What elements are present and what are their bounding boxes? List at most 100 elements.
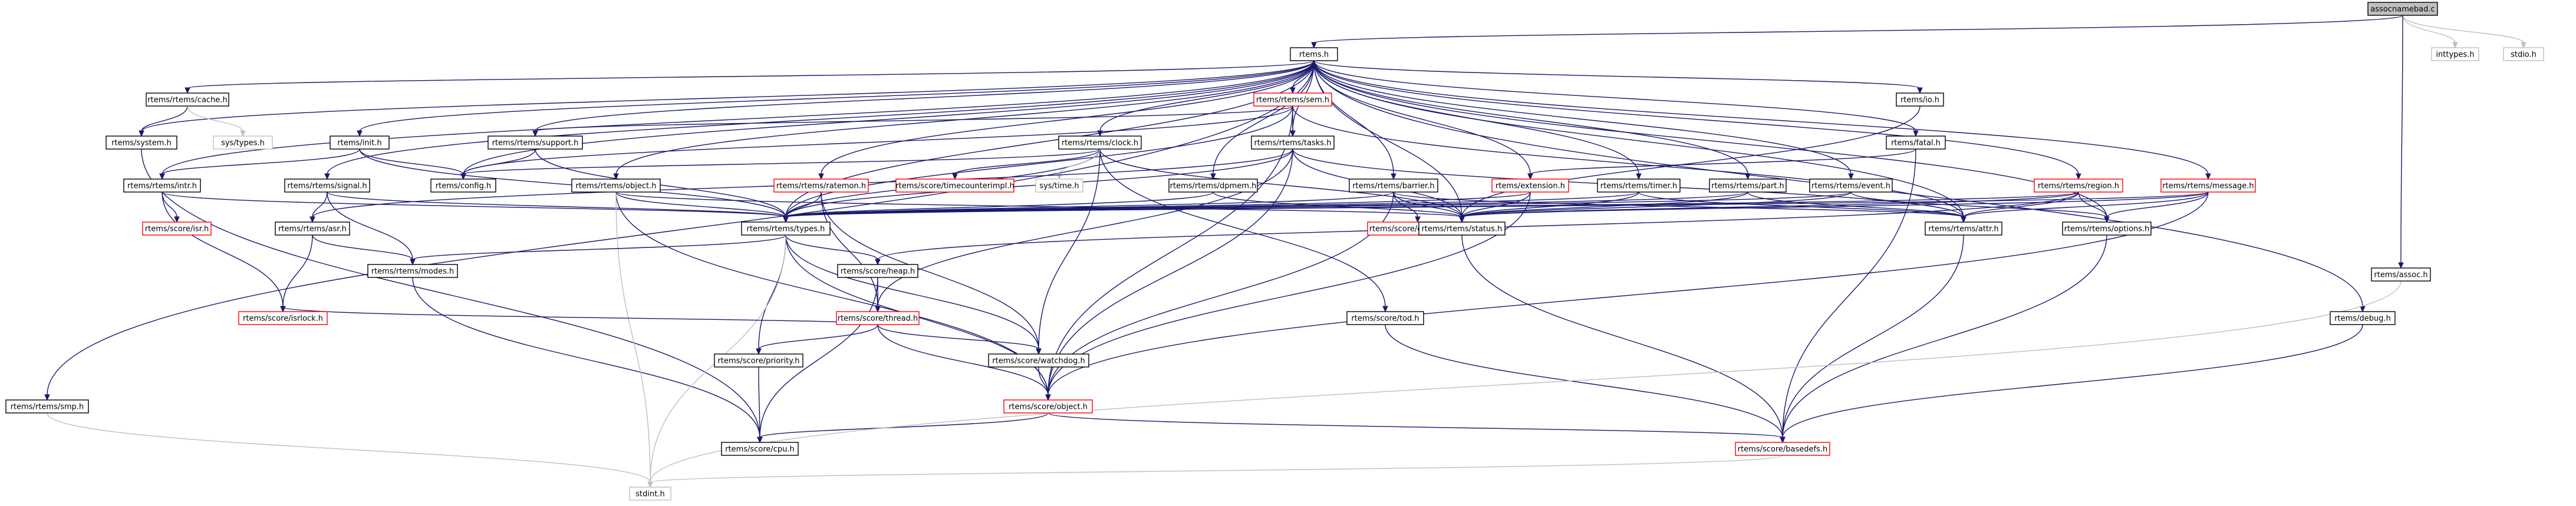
arrowhead-rtems_h-to-cache bbox=[185, 87, 190, 94]
node-message[interactable]: rtems/rtems/message.h bbox=[2160, 178, 2256, 193]
node-dpmem[interactable]: rtems/rtems/dpmem.h bbox=[1168, 178, 1258, 193]
node-intr[interactable]: rtems/rtems/intr.h bbox=[123, 178, 201, 193]
node-assocnamebad[interactable]: assocnamebad.c bbox=[2367, 2, 2438, 16]
node-systypes: sys/types.h bbox=[213, 135, 273, 150]
node-io-label: rtems/io.h bbox=[1900, 96, 1939, 105]
node-assoc[interactable]: rtems/assoc.h bbox=[2371, 267, 2431, 282]
node-options[interactable]: rtems/rtems/options.h bbox=[2062, 221, 2152, 236]
node-support[interactable]: rtems/rtems/support.h bbox=[487, 135, 583, 150]
edge-sem-to-types bbox=[785, 105, 1293, 218]
arrowhead-thread-to-priority bbox=[756, 348, 762, 355]
node-heap[interactable]: rtems/score/heap.h bbox=[837, 264, 918, 278]
node-part[interactable]: rtems/rtems/part.h bbox=[1709, 178, 1787, 193]
edge-rtems_h-to-fatal bbox=[1313, 60, 1916, 132]
node-object_score[interactable]: rtems/score/object.h bbox=[1003, 399, 1093, 414]
node-barrier[interactable]: rtems/rtems/barrier.h bbox=[1349, 178, 1438, 193]
node-smp[interactable]: rtems/rtems/smp.h bbox=[5, 399, 89, 414]
node-sem[interactable]: rtems/rtems/sem.h bbox=[1253, 92, 1332, 107]
edge-sem-to-support bbox=[535, 105, 1293, 132]
edge-thread-to-isrlock bbox=[282, 306, 878, 325]
arrowhead-cache-to-systypes bbox=[240, 130, 246, 137]
node-signal[interactable]: rtems/rtems/signal.h bbox=[284, 178, 370, 193]
node-modes[interactable]: rtems/rtems/modes.h bbox=[367, 264, 458, 278]
node-thread-label: rtems/score/thread.h bbox=[838, 315, 918, 323]
node-system[interactable]: rtems/system.h bbox=[106, 135, 177, 150]
arrowhead-rtems_h-to-message bbox=[2205, 173, 2211, 180]
edge-object_score-to-cpu bbox=[759, 412, 1049, 438]
edge-region-to-status bbox=[1461, 191, 2079, 218]
edge-thread-to-object_score bbox=[877, 324, 1049, 396]
arrowhead-rtems_h-to-fatal bbox=[1913, 130, 1919, 137]
node-asr[interactable]: rtems/rtems/asr.h bbox=[275, 221, 350, 236]
node-watchdog[interactable]: rtems/score/watchdog.h bbox=[988, 353, 1089, 368]
node-debug-box bbox=[2330, 311, 2396, 325]
edge-tasks-to-object_score bbox=[1047, 148, 1293, 396]
edge-thread-to-priority bbox=[758, 324, 878, 350]
edge-init-to-intr bbox=[162, 148, 360, 175]
arrowhead-rtems_h-to-smp bbox=[44, 394, 50, 401]
node-signal-box bbox=[284, 178, 370, 193]
node-object_rtems[interactable]: rtems/rtems/object.h bbox=[571, 178, 661, 193]
node-priority[interactable]: rtems/score/priority.h bbox=[714, 353, 803, 368]
node-cache[interactable]: rtems/rtems/cache.h bbox=[146, 92, 229, 107]
node-systypes-box bbox=[213, 135, 273, 150]
node-cpu-label: rtems/score/cpu.h bbox=[725, 445, 795, 454]
node-debug[interactable]: rtems/debug.h bbox=[2330, 311, 2396, 325]
edge-assocnamebad-to-rtems_h bbox=[1313, 15, 2403, 44]
node-event[interactable]: rtems/rtems/event.h bbox=[1809, 178, 1893, 193]
node-ratemon[interactable]: rtems/rtems/ratemon.h bbox=[773, 178, 869, 193]
node-types[interactable]: rtems/rtems/types.h bbox=[741, 221, 831, 236]
edge-event-to-status bbox=[1461, 191, 1852, 218]
edge-debug-to-basedefs bbox=[1782, 324, 2363, 438]
edge-io-to-status bbox=[1461, 105, 1921, 218]
node-extension[interactable]: rtems/extension.h bbox=[1491, 178, 1569, 193]
edge-signal-to-modes bbox=[327, 191, 413, 260]
node-assoc-box bbox=[2371, 267, 2431, 282]
node-config[interactable]: rtems/config.h bbox=[430, 178, 496, 193]
edge-heap-to-cpu bbox=[759, 277, 878, 438]
node-fatal[interactable]: rtems/fatal.h bbox=[1886, 135, 1946, 150]
edge-object_rtems-to-types bbox=[615, 191, 786, 218]
edge-basedefs-to-stdint bbox=[650, 455, 1783, 483]
arrowhead-message-to-status bbox=[1459, 216, 1465, 223]
edge-signal-to-types bbox=[327, 191, 786, 218]
arrowhead-rtems_h-to-ratemon bbox=[818, 173, 824, 180]
node-io[interactable]: rtems/io.h bbox=[1896, 92, 1944, 107]
node-clock[interactable]: rtems/rtems/clock.h bbox=[1058, 135, 1142, 150]
node-basedefs[interactable]: rtems/score/basedefs.h bbox=[1735, 442, 1830, 456]
node-signal-label: rtems/rtems/signal.h bbox=[287, 182, 367, 191]
node-watchdog-box bbox=[988, 353, 1089, 368]
node-isr_score[interactable]: rtems/score/isr.h bbox=[142, 221, 212, 236]
node-message-label: rtems/rtems/message.h bbox=[2162, 182, 2254, 191]
arrowhead-intr-to-isr_score bbox=[174, 216, 180, 223]
node-timer[interactable]: rtems/rtems/timer.h bbox=[1597, 178, 1681, 193]
node-object_score-box bbox=[1003, 399, 1093, 414]
node-attr[interactable]: rtems/rtems/attr.h bbox=[1925, 221, 2002, 236]
arrowhead-assocnamebad-to-assoc bbox=[2398, 262, 2404, 269]
arrowhead-thread-to-isrlock bbox=[280, 306, 286, 313]
edge-message-to-object_score bbox=[1047, 191, 2209, 396]
node-part-box bbox=[1709, 178, 1787, 193]
node-cpu[interactable]: rtems/score/cpu.h bbox=[721, 442, 799, 456]
edge-barrier-to-types bbox=[785, 191, 1394, 218]
arrowhead-object_score-to-cpu bbox=[757, 436, 763, 444]
node-cpu-box bbox=[721, 442, 799, 456]
node-region[interactable]: rtems/rtems/region.h bbox=[2034, 178, 2123, 193]
node-isrlock[interactable]: rtems/score/isrlock.h bbox=[238, 311, 328, 325]
node-sem-box bbox=[1253, 92, 1332, 107]
node-init[interactable]: rtems/init.h bbox=[330, 135, 390, 150]
node-status[interactable]: rtems/rtems/status.h bbox=[1418, 221, 1506, 236]
edge-sem-to-config bbox=[463, 105, 1293, 175]
node-event-label: rtems/rtems/event.h bbox=[1811, 182, 1890, 191]
node-tasks[interactable]: rtems/rtems/tasks.h bbox=[1251, 135, 1335, 150]
node-isrlock-box bbox=[238, 311, 328, 325]
edge-object_rtems-to-object_score bbox=[615, 191, 1049, 396]
node-thread[interactable]: rtems/score/thread.h bbox=[836, 311, 920, 325]
node-tod[interactable]: rtems/score/tod.h bbox=[1346, 311, 1424, 325]
edge-tasks-to-thread bbox=[877, 148, 1293, 307]
node-inttypes-label: inttypes.h bbox=[2436, 51, 2474, 59]
node-rtems_h[interactable]: rtems.h bbox=[1290, 47, 1338, 61]
node-system-box bbox=[106, 135, 177, 150]
node-timecounterimpl[interactable]: rtems/score/timecounterimpl.h bbox=[895, 178, 1014, 193]
arrowhead-rtems_h-to-io bbox=[1917, 87, 1923, 94]
